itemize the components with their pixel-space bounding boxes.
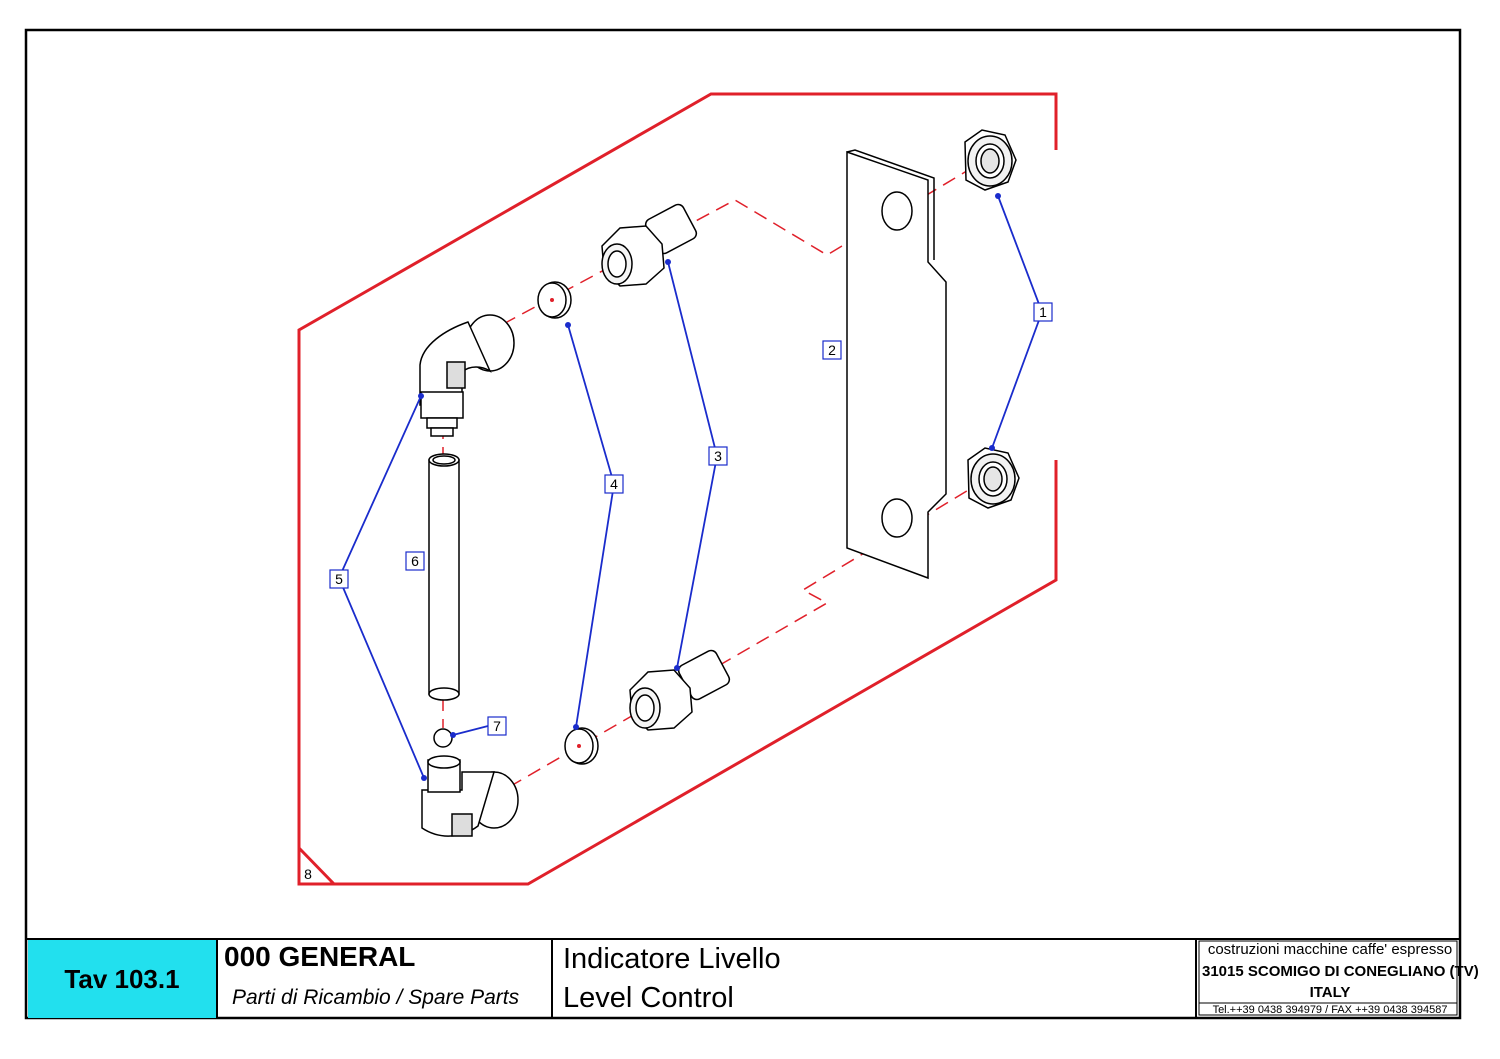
- assembly-outline: [297, 92, 1058, 886]
- sheet-border: [24, 28, 1462, 1020]
- callout-3: 3: [708, 446, 728, 466]
- table-number: Tav 103.1: [28, 940, 216, 1018]
- callout-5: 5: [329, 569, 349, 589]
- gasket-upper: [537, 281, 572, 319]
- callout-2-label: 2: [828, 342, 836, 358]
- callout-6: 6: [405, 551, 425, 571]
- leader-dots: [418, 193, 1001, 781]
- callout-8: 8: [304, 866, 312, 882]
- callout-1-label: 1: [1039, 304, 1047, 320]
- callout-6-label: 6: [411, 553, 419, 569]
- callout-4-label: 4: [610, 476, 618, 492]
- callout-7-label: 7: [493, 718, 501, 734]
- callout-2: 2: [822, 340, 842, 360]
- model-code: 000 GENERAL: [224, 941, 416, 972]
- manufacturer-address: 31015 SCOMIGO DI CONEGLIANO (TV): [1202, 963, 1479, 980]
- hex-nut-upper: [964, 129, 1017, 191]
- callout-3-label: 3: [714, 448, 722, 464]
- callout-8-label: 8: [304, 866, 312, 882]
- hex-nut-lower: [967, 447, 1020, 509]
- elbow-fitting-upper: [419, 314, 515, 437]
- description-english: Level Control: [563, 982, 734, 1014]
- union-fitting-lower: [629, 649, 731, 731]
- mounting-bracket: [846, 149, 947, 580]
- manufacturer-country: ITALY: [1309, 984, 1351, 1001]
- level-glass-tube: [428, 453, 460, 701]
- spare-parts-subtitle: Parti di Ricambio / Spare Parts: [232, 986, 520, 1009]
- callout-4: 4: [604, 474, 624, 494]
- callout-7: 7: [487, 716, 507, 736]
- elbow-fitting-lower: [421, 755, 519, 837]
- check-ball: [433, 728, 453, 748]
- callout-1: 1: [1033, 302, 1053, 322]
- union-fitting-upper: [601, 203, 698, 287]
- manufacturer-line1: costruzioni macchine caffe' espresso: [1207, 941, 1453, 958]
- description-italian: Indicatore Livello: [563, 943, 781, 975]
- manufacturer-contact: Tel.++39 0438 394979 / FAX ++39 0438 394…: [1212, 1004, 1448, 1016]
- gasket-lower: [564, 727, 599, 765]
- title-block-grid: [216, 939, 1458, 1018]
- callout-5-label: 5: [335, 571, 343, 587]
